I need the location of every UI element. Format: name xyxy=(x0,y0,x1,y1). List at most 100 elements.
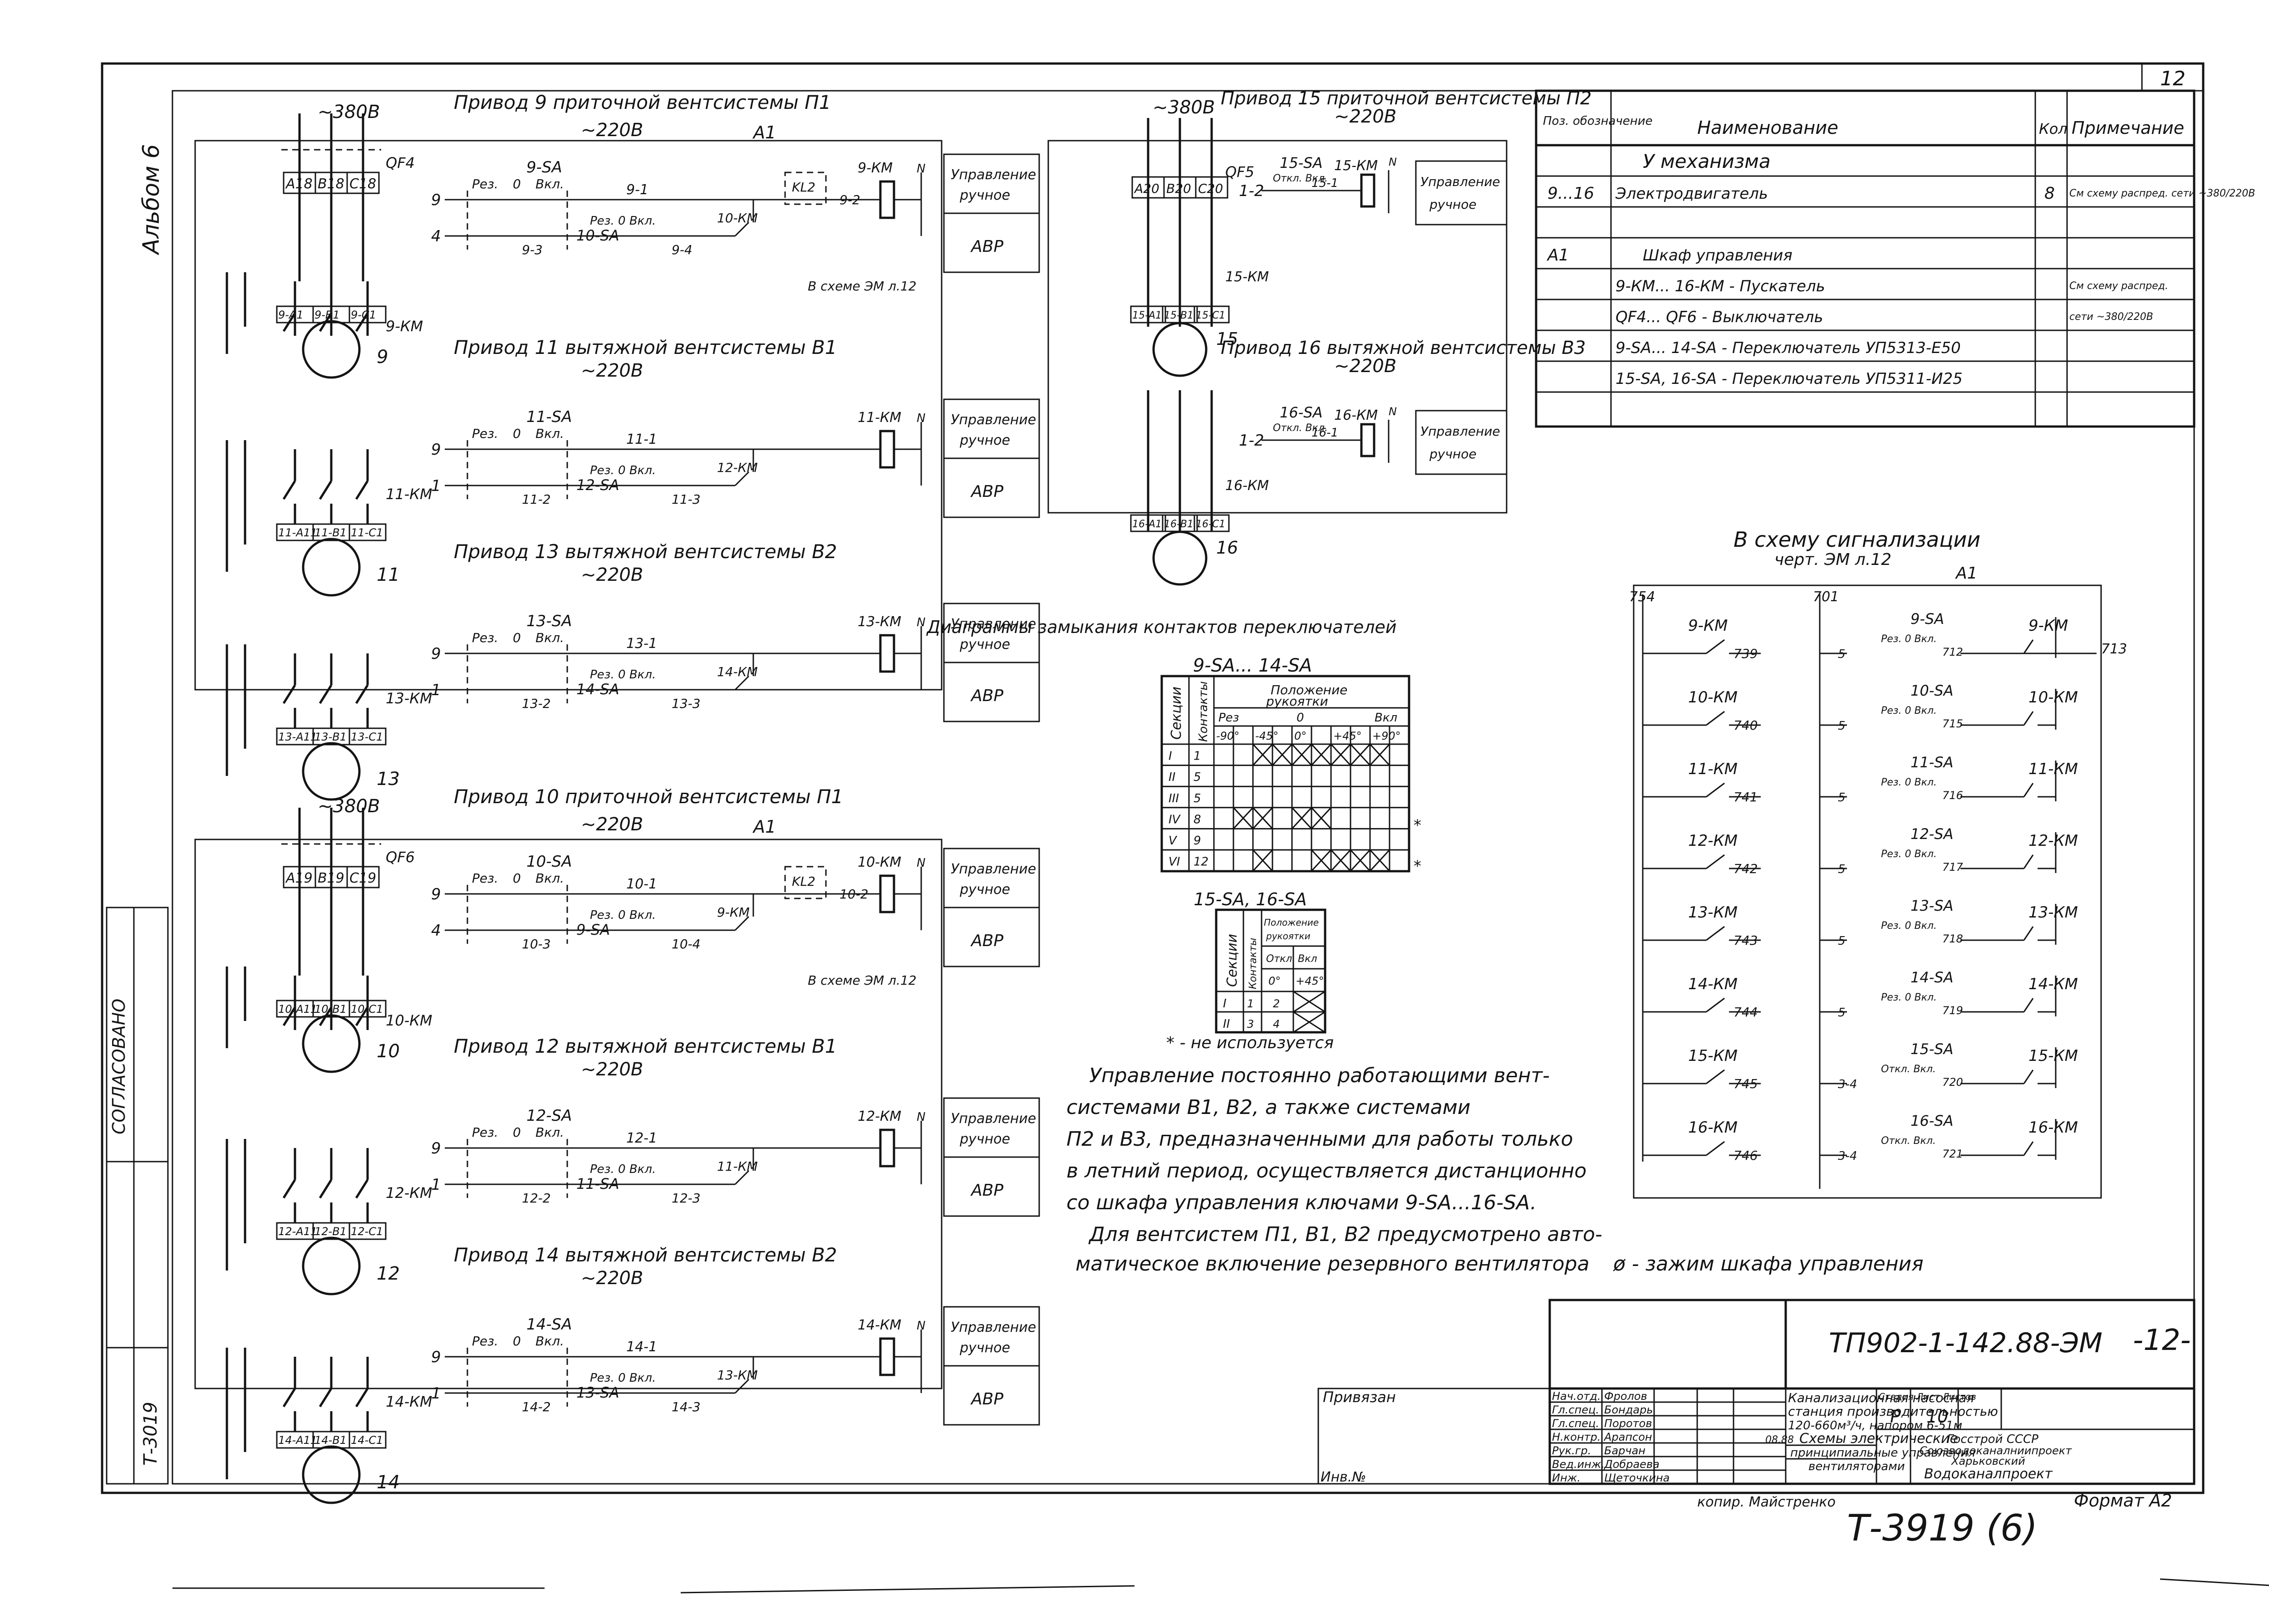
format-label: Формат А2 xyxy=(2074,1491,2172,1511)
coil xyxy=(879,430,895,469)
signal-out-wire: 713 xyxy=(2101,641,2127,657)
drive-title: Привод 9 приточной вентсистемы П1 xyxy=(454,91,831,113)
tb-role: Гл.спец. xyxy=(1552,1403,1599,1416)
terminal-label: А19 xyxy=(285,870,313,886)
mode-box-auto xyxy=(943,1365,1040,1426)
closed-mark xyxy=(1311,807,1332,829)
signal-sa-pos: Рез. 0 Вкл. xyxy=(1881,777,1937,788)
drive-10: Привод 10 приточной вентсистемы П1~220В~… xyxy=(226,785,1040,1073)
motor-terminal-label: 11-С1 xyxy=(351,526,383,539)
panel-label: А1 xyxy=(752,817,776,837)
neutral-label: N xyxy=(917,1110,925,1124)
notes: Управление постоянно работающими вент- с… xyxy=(1066,1064,1924,1276)
drive-voltage: ~220В xyxy=(581,564,643,585)
diagram-contacts-header: Контакты xyxy=(1197,681,1210,742)
diagram-section: V xyxy=(1169,834,1178,848)
signal-wire-left: 739 xyxy=(1734,646,1758,661)
km-contact xyxy=(2023,711,2034,726)
signal-wire-right: 720 xyxy=(1942,1076,1963,1089)
diagram2-contacts-header: Контакты xyxy=(1247,938,1259,989)
diagram-contact: 12 xyxy=(1193,855,1208,869)
switch-pos: Откл. Вкл. xyxy=(1273,422,1328,434)
contactor-contact xyxy=(355,1179,369,1199)
wire-label: 9-4 xyxy=(672,242,692,257)
node-label: 9 xyxy=(431,191,441,209)
sheet-title-2: принципиальные управления xyxy=(1790,1446,1975,1460)
spec-name: 9-КМ... 16-КМ - Пускатель xyxy=(1616,277,1825,295)
mode-auto-label: АВР xyxy=(970,237,1003,256)
drive-title: Привод 14 вытяжной вентсистемы В2 xyxy=(454,1244,837,1266)
mode-box-manual xyxy=(943,153,1040,214)
mode-manual-label: ручное xyxy=(1429,446,1477,461)
drive-15: Привод 15 приточной вентсистемы П2~220В~… xyxy=(1130,88,1591,377)
mode-box-manual xyxy=(1415,160,1508,226)
alt-switch-pos: Рез. 0 Вкл. xyxy=(590,1371,656,1385)
switch-pos-res: Рез. xyxy=(472,1125,498,1140)
diagram-section: IV xyxy=(1169,813,1181,826)
relay-ref: В схеме ЭМ л.12 xyxy=(808,279,917,294)
signal-sa-pos: Рез. 0 Вкл. xyxy=(1881,849,1937,860)
tb-name: Добраева xyxy=(1604,1458,1660,1471)
drive-circuits: Привод 9 приточной вентсистемы П1~220В~3… xyxy=(226,91,1040,1504)
signal-sa-pos: Рез. 0 Вкл. xyxy=(1881,705,1937,716)
drive-title: Привод 15 приточной вентсистемы П2 xyxy=(1221,88,1591,109)
drive-14: Привод 14 вытяжной вентсистемы В2~220В14… xyxy=(226,1244,1040,1504)
node-label: 1 xyxy=(431,477,441,495)
diagram-position: Рез xyxy=(1218,711,1239,725)
tb-role: Вед.инж. xyxy=(1552,1458,1605,1471)
neutral-label: N xyxy=(917,162,925,176)
diagram2-contact: 1 xyxy=(1247,997,1254,1010)
coil xyxy=(879,634,895,673)
closed-mark xyxy=(1369,743,1390,766)
motor-terminal-label: 9-В1 xyxy=(314,309,340,321)
diagram2-position: Откл xyxy=(1266,953,1292,965)
org-3: Харьковский xyxy=(1950,1455,2025,1467)
signal-km-right: 9-КМ xyxy=(2028,617,2068,635)
sheet-no-value: 10 xyxy=(1926,1407,1948,1427)
km-contact xyxy=(1706,782,1725,798)
motor-icon xyxy=(302,1014,361,1073)
diagram2-angle: +45° xyxy=(1296,975,1324,987)
panel-a1-lower xyxy=(194,839,943,1389)
coil-label: 13-КМ xyxy=(858,614,901,630)
signal-node: 5 xyxy=(1838,863,1846,876)
note-line-7: матическое включение резервного вентилят… xyxy=(1076,1252,1589,1276)
mode-box-auto xyxy=(943,212,1040,273)
tied-label: Привязан xyxy=(1323,1388,1396,1406)
node-label: 9 xyxy=(431,645,441,663)
note-line-3: П2 и В3, предназначенными для работы тол… xyxy=(1066,1128,1573,1151)
wire-label: 10-2 xyxy=(840,887,869,902)
diagram2-pos-header: рукоятки xyxy=(1266,931,1311,942)
contactor-contact xyxy=(355,480,369,500)
spec-header-note: Примечание xyxy=(2072,118,2184,138)
mode-auto-label: АВР xyxy=(970,1390,1003,1408)
drive-voltage: ~220В xyxy=(581,360,643,381)
signal-sa: 11-SA xyxy=(1910,754,1953,771)
switch-pos-vkl: Вкл. xyxy=(535,1125,564,1140)
drive-12: Привод 12 вытяжной вентсистемы В1~220В12… xyxy=(226,1035,1040,1295)
motor-terminal xyxy=(1193,514,1230,532)
closed-mark xyxy=(1350,743,1371,766)
spec-qty: 8 xyxy=(2044,184,2055,203)
signal-node: 5 xyxy=(1838,934,1846,948)
mode-manual-label: Управление xyxy=(951,167,1036,183)
drive-16: Привод 16 вытяжной вентсистемы В3~220В16… xyxy=(1130,338,1586,586)
motor-icon xyxy=(1152,322,1208,377)
drive-title: Привод 16 вытяжной вентсистемы В3 xyxy=(1221,338,1586,358)
contactor-label: 9-КМ xyxy=(386,318,423,335)
signal-title: В схему сигнализации xyxy=(1734,527,1980,552)
neutral-label: N xyxy=(917,616,925,629)
mode-auto-label: АВР xyxy=(970,482,1003,501)
switch-label: 10-SA xyxy=(526,853,572,871)
signal-sa-pos: Рез. 0 Вкл. xyxy=(1881,920,1937,932)
diagram-star: * xyxy=(1414,857,1421,875)
closed-mark xyxy=(1330,743,1351,766)
motor-icon xyxy=(302,1445,361,1504)
diagram-angle: -90° xyxy=(1216,730,1239,742)
signal-wire-left: 745 xyxy=(1734,1076,1758,1091)
signal-km: 12-КМ xyxy=(1688,832,1738,850)
tb-role: Гл.спец. xyxy=(1552,1417,1599,1430)
alt-switch-pos: Рез. 0 Вкл. xyxy=(590,464,656,477)
